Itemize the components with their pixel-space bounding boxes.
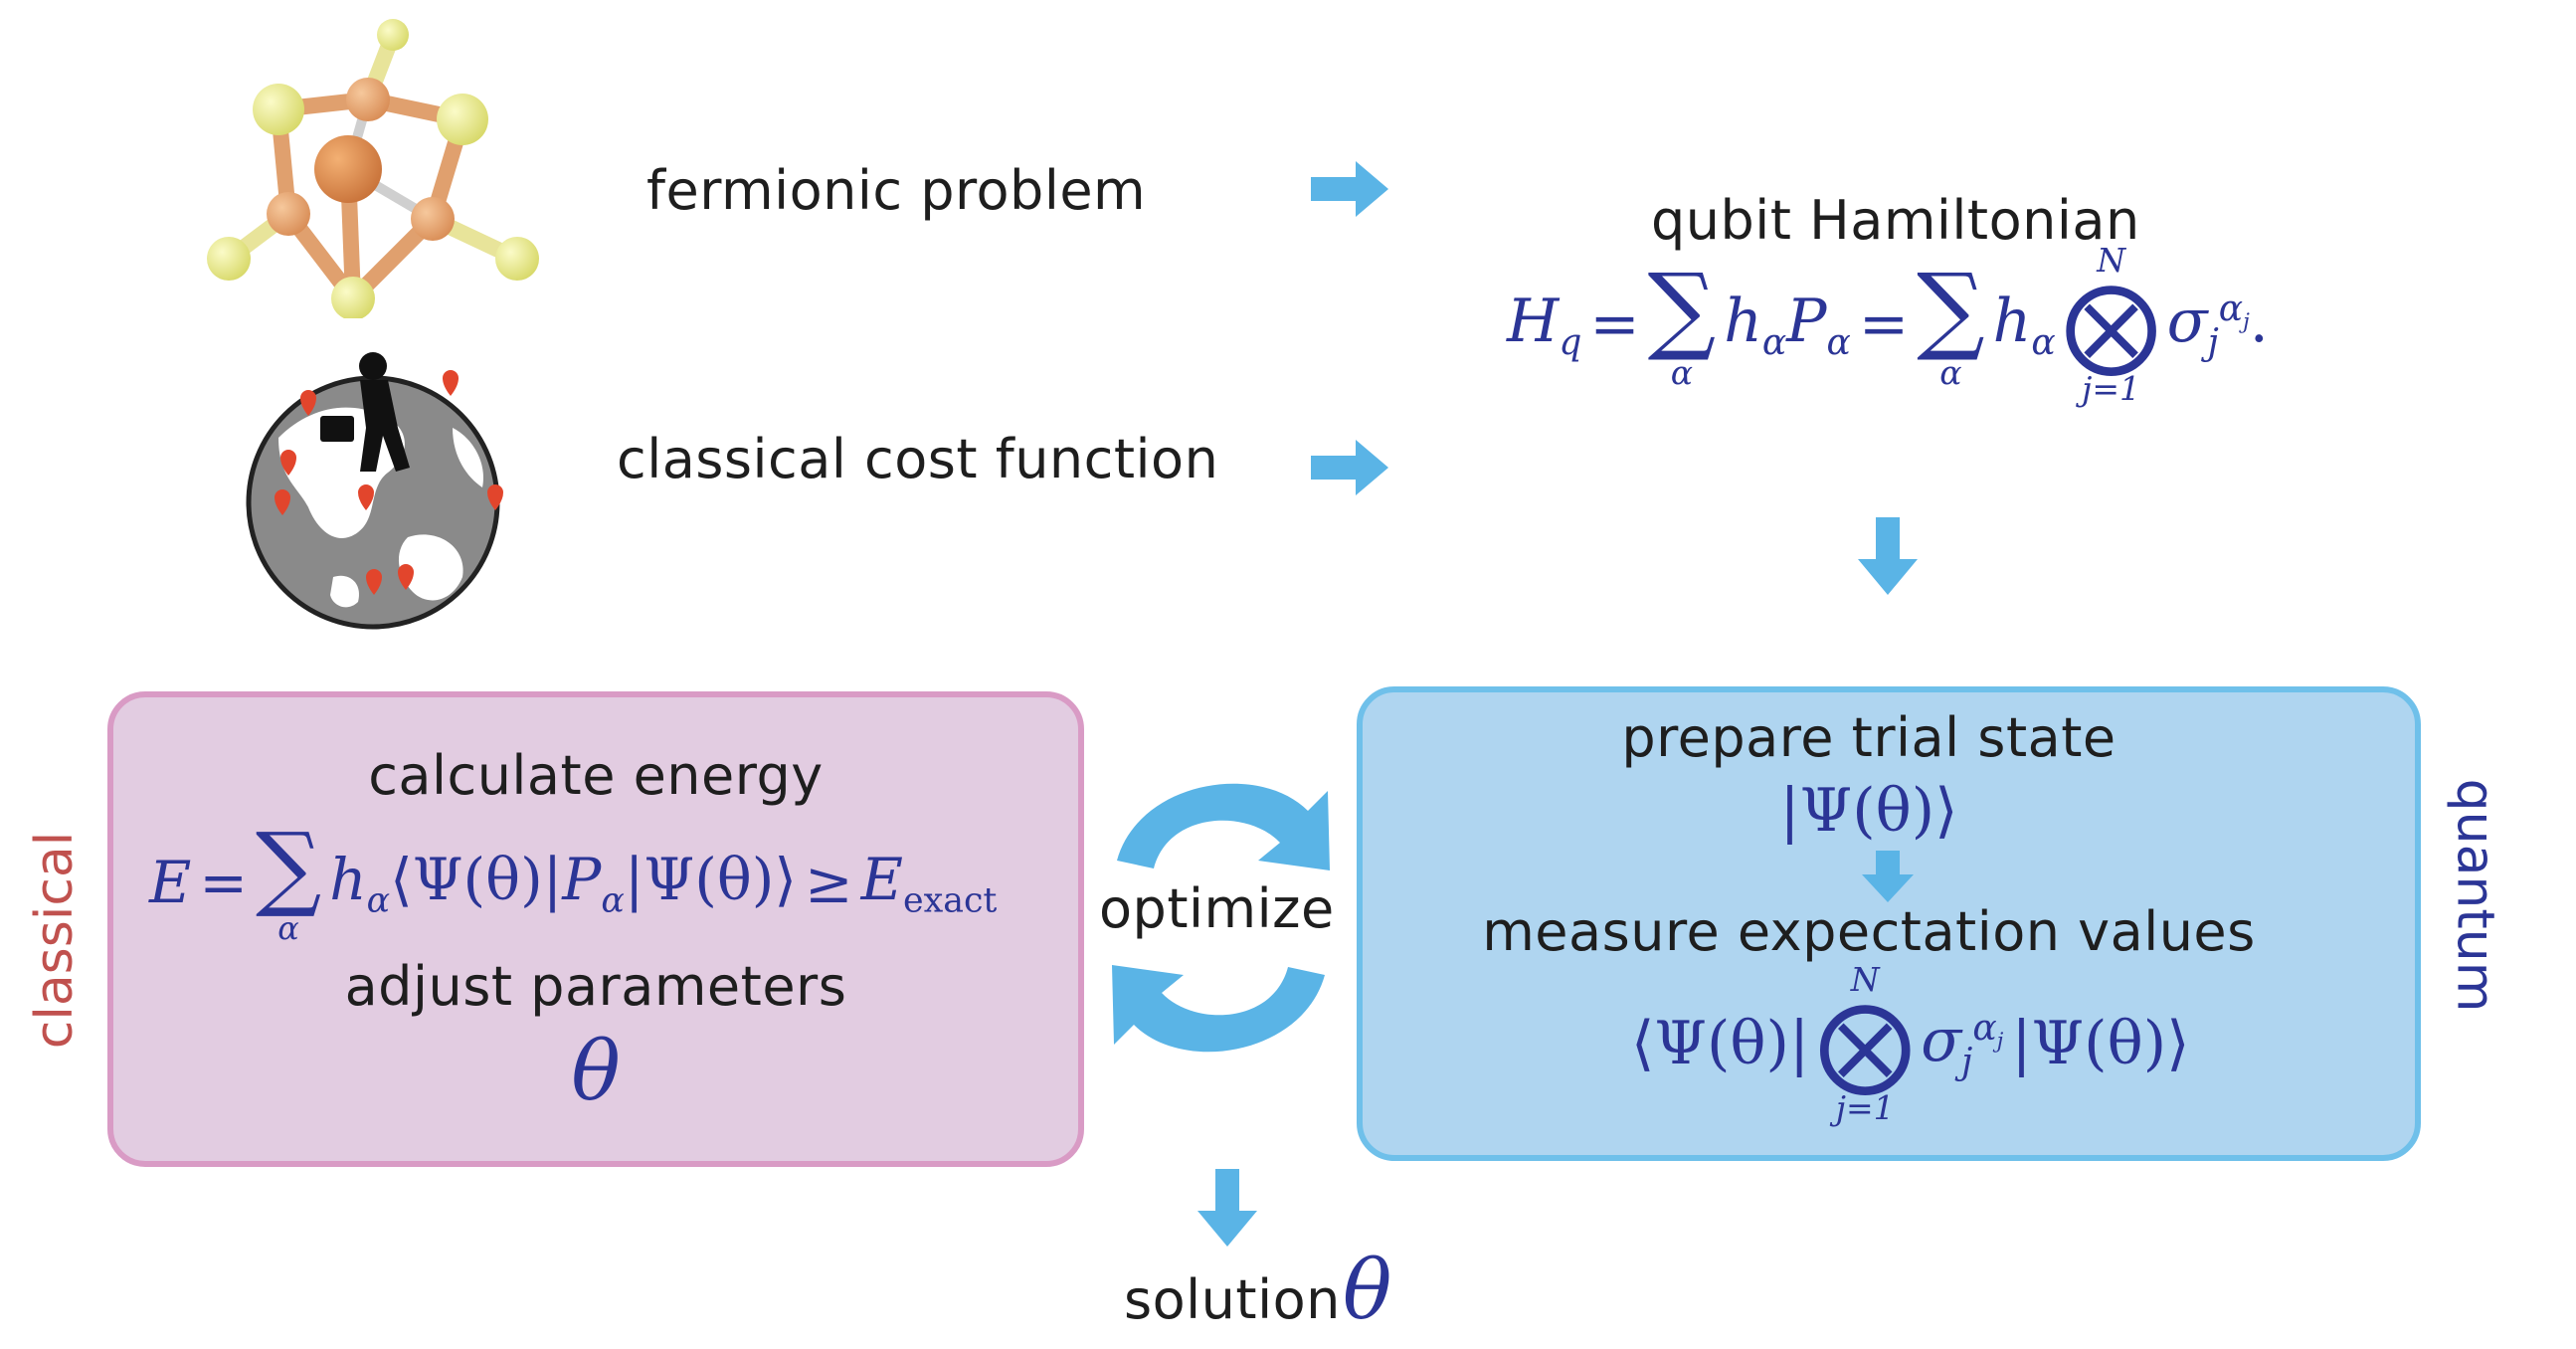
- arrow-right-icon-2: [1311, 440, 1388, 495]
- expectation-equation: ⟨Ψ(θ)| N⨂j=1 σjαj |Ψ(θ)⟩: [1631, 960, 2190, 1127]
- adjust-parameters-label: adjust parameters: [344, 955, 847, 1018]
- classical-side-text: classical: [25, 831, 85, 1050]
- qubit-hamiltonian-label: qubit Hamiltonian: [1651, 189, 2140, 252]
- calculate-energy-label: calculate energy: [368, 744, 824, 807]
- theta-parameter: θ: [571, 1025, 621, 1119]
- arrow-down-icon-3: [1197, 1169, 1257, 1247]
- molecule-illustration: [207, 19, 539, 318]
- optimize-label: optimize: [1099, 877, 1335, 940]
- solution-label: solution: [1124, 1268, 1341, 1331]
- arrow-right-icon-1: [1311, 161, 1388, 217]
- quantum-box: [1357, 686, 2421, 1161]
- quantum-side-label: quantum: [2415, 779, 2534, 1013]
- classical-side-label: classical: [0, 832, 109, 1049]
- classical-cost-function-label: classical cost function: [617, 428, 1219, 490]
- energy-equation: E = ∑α hα⟨Ψ(θ)|Pα|Ψ(θ)⟩ ≥ Eexact: [149, 813, 998, 947]
- arrow-down-icon-1: [1858, 517, 1918, 595]
- classical-box: [107, 691, 1084, 1167]
- prepare-trial-state-label: prepare trial state: [1621, 706, 2116, 769]
- measure-expectation-values-label: measure expectation values: [1482, 900, 2256, 963]
- fermionic-problem-label: fermionic problem: [646, 159, 1147, 222]
- trial-state-ket: |Ψ(θ)⟩: [1779, 776, 1958, 846]
- solution-theta: θ: [1343, 1244, 1392, 1338]
- hamiltonian-equation: Hq = ∑α hαPα = ∑α hα N⨂j=1 σjαj.: [1507, 241, 2269, 408]
- globe-traveller-illustration: [246, 352, 503, 630]
- quantum-side-text: quantum: [2445, 778, 2505, 1013]
- arrow-down-icon-2: [1862, 851, 1914, 902]
- optimize-loop-arrows-icon: [1112, 783, 1330, 1053]
